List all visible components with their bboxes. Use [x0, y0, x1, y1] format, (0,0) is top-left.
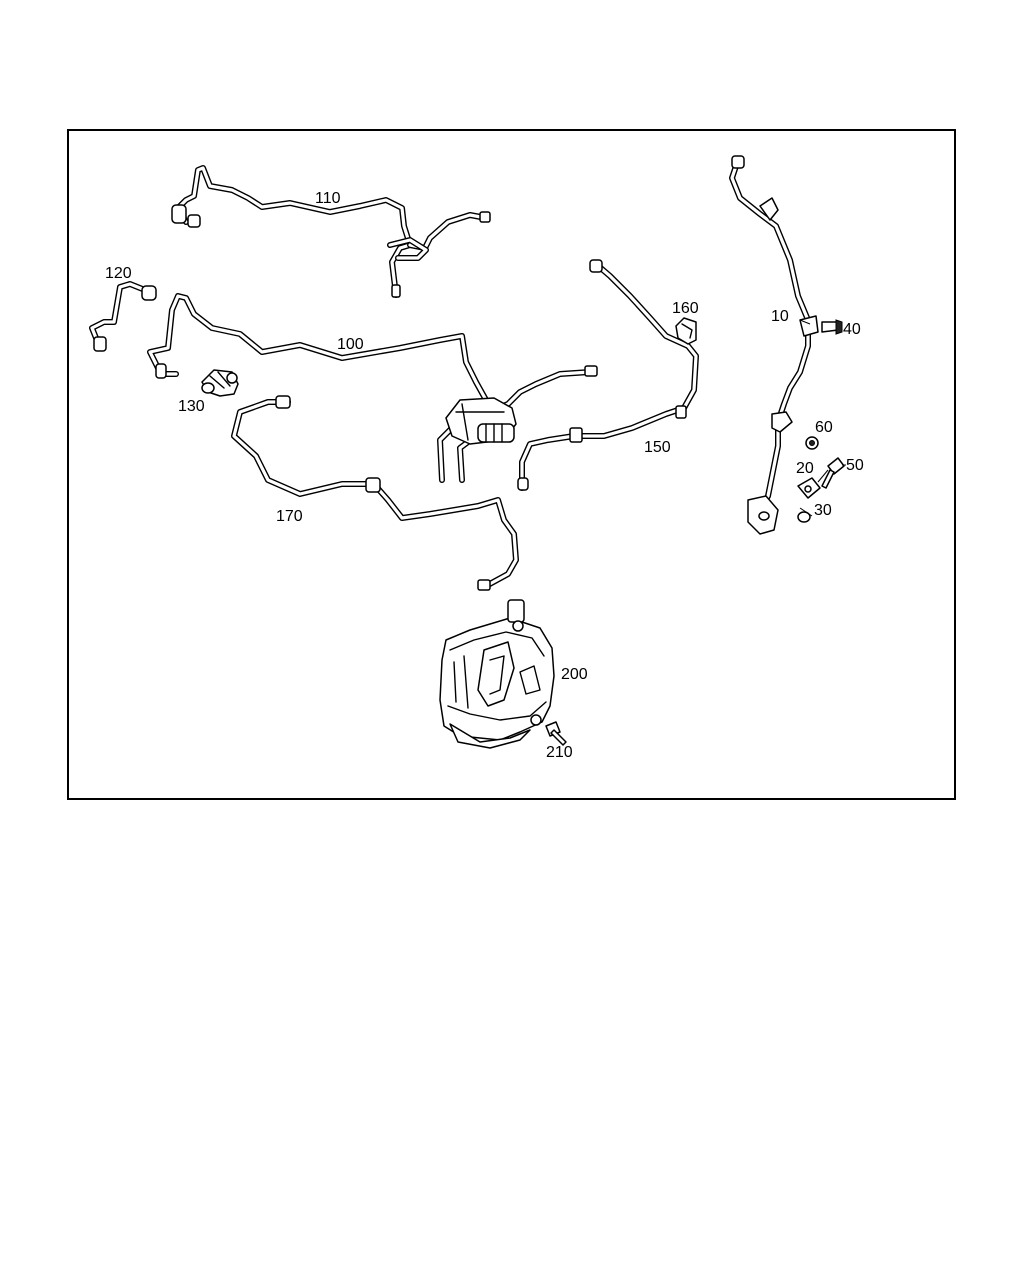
- callout-50: 50: [846, 457, 864, 474]
- pipe-120: [89, 281, 157, 352]
- seal-30: [797, 511, 811, 523]
- callout-160: 160: [672, 300, 699, 317]
- pipe-170: [231, 395, 519, 591]
- callout-60: 60: [815, 419, 833, 436]
- callout-120: 120: [105, 265, 132, 282]
- leader-lines: [799, 319, 846, 517]
- connector-130: [201, 369, 239, 397]
- bolt-50: [821, 457, 845, 489]
- valve-cluster: [437, 365, 598, 483]
- nut-60: [805, 436, 819, 450]
- pipe-150: [517, 259, 699, 491]
- bracket-20: [797, 477, 821, 499]
- diagram-frame: [67, 129, 956, 800]
- callout-150: 150: [644, 439, 671, 456]
- housing-200: [439, 599, 555, 749]
- clip-160: [675, 317, 697, 345]
- pipe-110: [171, 165, 491, 298]
- callout-30: 30: [814, 502, 832, 519]
- pipe-100: [147, 293, 489, 403]
- callout-170: 170: [276, 508, 303, 525]
- callout-20: 20: [796, 460, 814, 477]
- pipe-10: [729, 155, 819, 535]
- callout-10: 10: [771, 308, 789, 325]
- callout-200: 200: [561, 666, 588, 683]
- bolt-40: [821, 319, 843, 335]
- callout-210: 210: [546, 744, 573, 761]
- bolt-210: [545, 721, 567, 746]
- callout-100: 100: [337, 336, 364, 353]
- callout-40: 40: [843, 321, 861, 338]
- callout-130: 130: [178, 398, 205, 415]
- callout-110: 110: [315, 190, 341, 207]
